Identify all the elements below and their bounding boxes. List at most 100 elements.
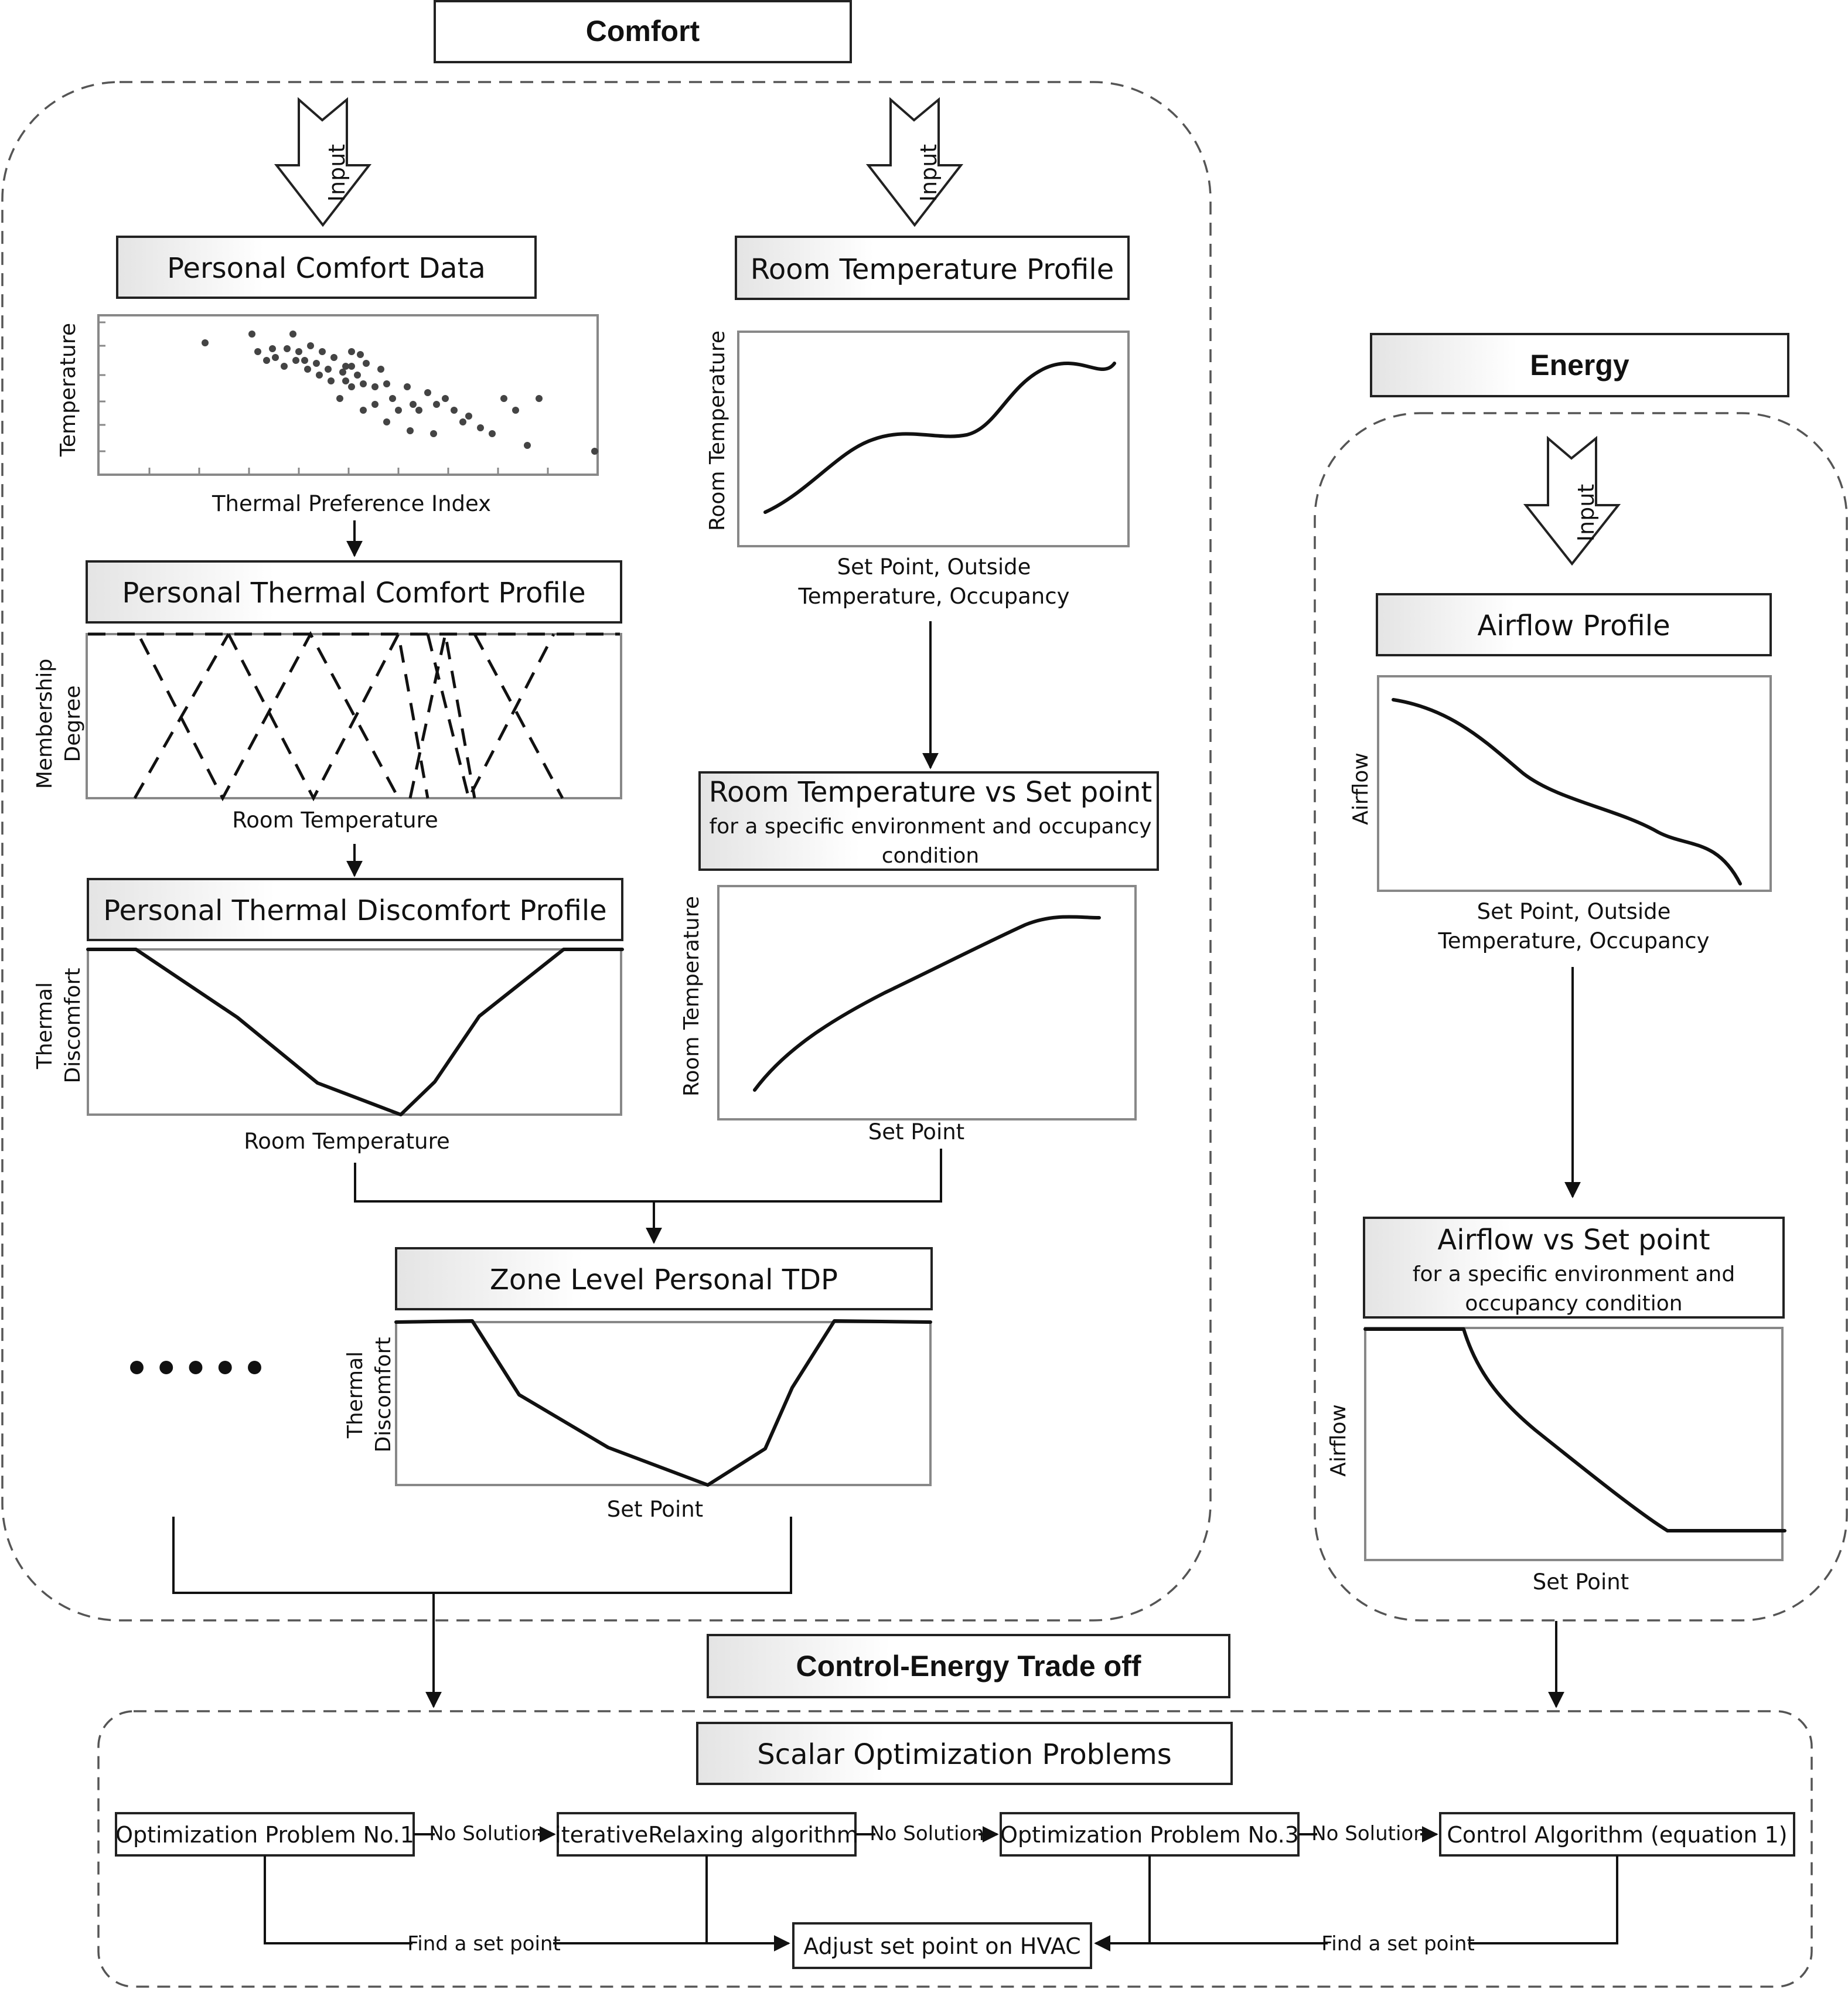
scatter-point [360, 380, 367, 387]
room-temp-vs-setpoint-ylabel: Room Temperature [680, 896, 704, 1096]
discomfort-ylabel-1: Thermal [33, 982, 57, 1070]
scatter-point [336, 395, 343, 402]
energy-header-label: Energy [1530, 349, 1629, 382]
scatter-point [254, 348, 261, 355]
no-solution-label-2: No Solution [870, 1822, 984, 1845]
scatter-point [477, 424, 484, 431]
scatter-axis-ticks [98, 321, 549, 475]
scatter-point [325, 366, 332, 373]
adjust-set-point-label: Adjust set point on HVAC [803, 1933, 1080, 1959]
scatter-point [459, 418, 466, 425]
adjust-set-point-box: Adjust set point on HVAC [792, 1922, 1092, 1969]
comfort-output-bracket [172, 1517, 792, 1594]
comfort-header: Comfort [434, 0, 852, 63]
membership-functions [88, 629, 620, 803]
input-arrow-left: Input [274, 97, 372, 227]
optimization-step-4-label: Control Algorithm (equation 1) [1447, 1822, 1787, 1848]
comfort-header-label: Comfort [586, 15, 700, 47]
scatter-point [284, 345, 291, 352]
find-set-point-label-right: Find a set point [1321, 1932, 1475, 1956]
find-set-point-label-left: Find a set point [407, 1932, 561, 1956]
scatter-point [591, 448, 598, 455]
personal-comfort-data-title: Personal Comfort Data [167, 252, 486, 285]
scatter-point [339, 369, 346, 376]
airflow-vs-setpoint-ylabel: Airflow [1327, 1404, 1351, 1477]
room-temp-vs-setpoint-title: Room Temperature vs Set point [709, 776, 1152, 809]
merge-connector [354, 1149, 942, 1203]
scatter-point [281, 363, 288, 370]
airflow-vs-setpoint-title: Airflow vs Set point [1437, 1224, 1710, 1256]
scatter-point [433, 401, 440, 408]
optimization-step-1-label: Optimization Problem No.1 [115, 1822, 414, 1848]
zone-level-tdp-curve [394, 1319, 932, 1487]
airflow-profile-box [1376, 593, 1772, 656]
optimization-step-3: Optimization Problem No.3 [1000, 1812, 1300, 1857]
scatter-point [269, 345, 276, 352]
scatter-point [248, 331, 255, 338]
zone-level-tdp-title: Zone Level Personal TDP [490, 1263, 838, 1296]
room-temperature-profile-title: Room Temperature Profile [751, 253, 1114, 286]
membership-ylabel-1: Membership [33, 659, 57, 789]
room-temperature-profile-curve [763, 362, 1116, 514]
scatter-point [357, 351, 364, 358]
room-temp-vs-setpoint-curve [753, 915, 1101, 1092]
thermal-discomfort-profile-box [87, 878, 623, 941]
room-temp-vs-setpoint-box [698, 771, 1159, 871]
room-temperature-profile-xlabel-2: Temperature, Occupancy [797, 584, 1069, 609]
airflow-vs-setpoint-plot [1364, 1327, 1784, 1561]
airflow-profile-xlabel-2: Temperature, Occupancy [1437, 928, 1709, 953]
zone-level-tdp-box [395, 1247, 933, 1310]
airflow-profile-xlabel-1: Set Point, Outside [1477, 899, 1671, 924]
scatter-point [500, 395, 507, 402]
personal-comfort-data-box [116, 236, 537, 299]
thermal-comfort-profile-title: Personal Thermal Comfort Profile [122, 577, 585, 609]
room-temperature-profile-xlabel-1: Set Point, Outside [837, 554, 1031, 580]
room-temp-vs-setpoint-xlabel: Set Point [868, 1119, 964, 1145]
optimization-step-4: Control Algorithm (equation 1) [1439, 1812, 1795, 1857]
scatter-point [295, 348, 302, 355]
zone-tdp-ylabel-2: Discomfort [371, 1337, 395, 1453]
find-set-point-connector-left [264, 1855, 790, 1951]
airflow-profile-title: Airflow Profile [1477, 609, 1670, 642]
scatter-point [307, 342, 314, 349]
scatter-point [360, 407, 367, 414]
discomfort-ylabel-2: Discomfort [61, 968, 85, 1084]
scatter-point [424, 389, 431, 396]
scatter-point [442, 395, 449, 402]
scatter-point [465, 413, 472, 420]
room-temperature-profile-box [735, 236, 1130, 300]
scatter-point [407, 427, 414, 434]
comfort-region [1, 81, 1212, 1622]
scatter-point [371, 401, 379, 408]
scatter-point [348, 348, 355, 355]
scatter-point [389, 395, 396, 402]
optimization-step-2: iterativeRelaxing algorithm [555, 1812, 858, 1857]
tradeoff-header: Control-Energy Trade off [707, 1634, 1230, 1698]
comfort-scatter-plot [97, 314, 599, 476]
more-zones-ellipsis: • • • • • [129, 1341, 263, 1393]
scatter-point [316, 372, 323, 379]
membership-xlabel: Room Temperature [232, 808, 438, 833]
scatter-point [328, 377, 335, 384]
airflow-vs-setpoint-subtitle-1: for a specific environment and [1413, 1262, 1735, 1286]
discomfort-xlabel: Room Temperature [244, 1129, 450, 1154]
airflow-profile-curve [1392, 698, 1742, 885]
scatter-point [451, 407, 458, 414]
scatter-point [430, 430, 437, 437]
scatter-point [371, 383, 379, 390]
scatter-point [313, 360, 320, 367]
input-arrow-middle-label: Input [916, 144, 942, 202]
airflow-vs-setpoint-box [1363, 1217, 1785, 1319]
no-solution-label-1: No Solution [429, 1822, 544, 1845]
scatter-point [330, 354, 337, 361]
scatter-point [348, 363, 355, 370]
optimization-step-1: Optimization Problem No.1 [115, 1812, 415, 1857]
no-solution-label-3: No Solution [1311, 1822, 1426, 1845]
scatter-point [524, 442, 531, 449]
scatter-point [415, 407, 422, 414]
scatter-point [536, 395, 543, 402]
input-arrow-middle: Input [865, 97, 964, 227]
room-temp-vs-setpoint-subtitle-1: for a specific environment and occupancy [709, 815, 1151, 839]
zone-level-tdp-plot [395, 1321, 932, 1486]
